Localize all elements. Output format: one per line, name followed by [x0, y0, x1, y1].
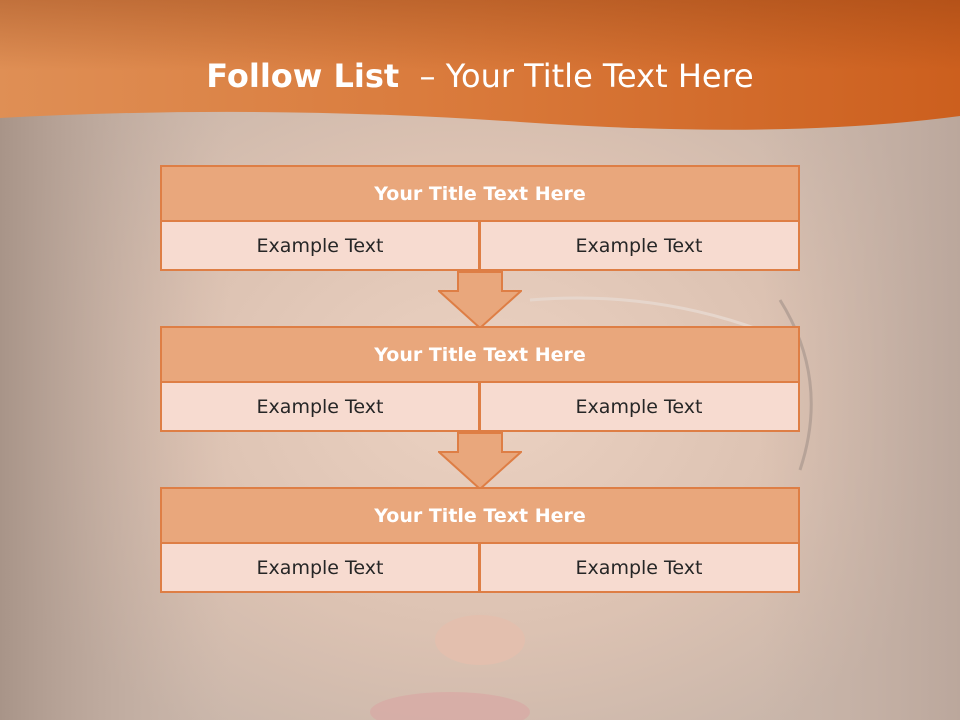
flow-step-3: Your Title Text Here Example Text Exampl…	[160, 487, 800, 593]
flow-step-1: Your Title Text Here Example Text Exampl…	[160, 165, 800, 271]
flow-step-left-text: Example Text	[160, 544, 480, 593]
page-title-rest: – Your Title Text Here	[399, 57, 754, 95]
flow-step-right-text: Example Text	[479, 544, 800, 593]
flow-step-left-text: Example Text	[160, 222, 480, 271]
down-arrow-icon	[438, 432, 522, 490]
page-title: Follow List – Your Title Text Here	[0, 56, 960, 96]
down-arrow-icon	[438, 271, 522, 329]
flow-step-left-text: Example Text	[160, 383, 480, 432]
flow-step-title: Your Title Text Here	[160, 165, 800, 222]
flow-step-right-text: Example Text	[479, 383, 800, 432]
flow-step-2: Your Title Text Here Example Text Exampl…	[160, 326, 800, 432]
header-banner	[0, 0, 960, 130]
flow-step-title: Your Title Text Here	[160, 326, 800, 383]
page-title-bold: Follow List	[206, 57, 400, 95]
flow-step-title: Your Title Text Here	[160, 487, 800, 544]
flow-step-right-text: Example Text	[479, 222, 800, 271]
